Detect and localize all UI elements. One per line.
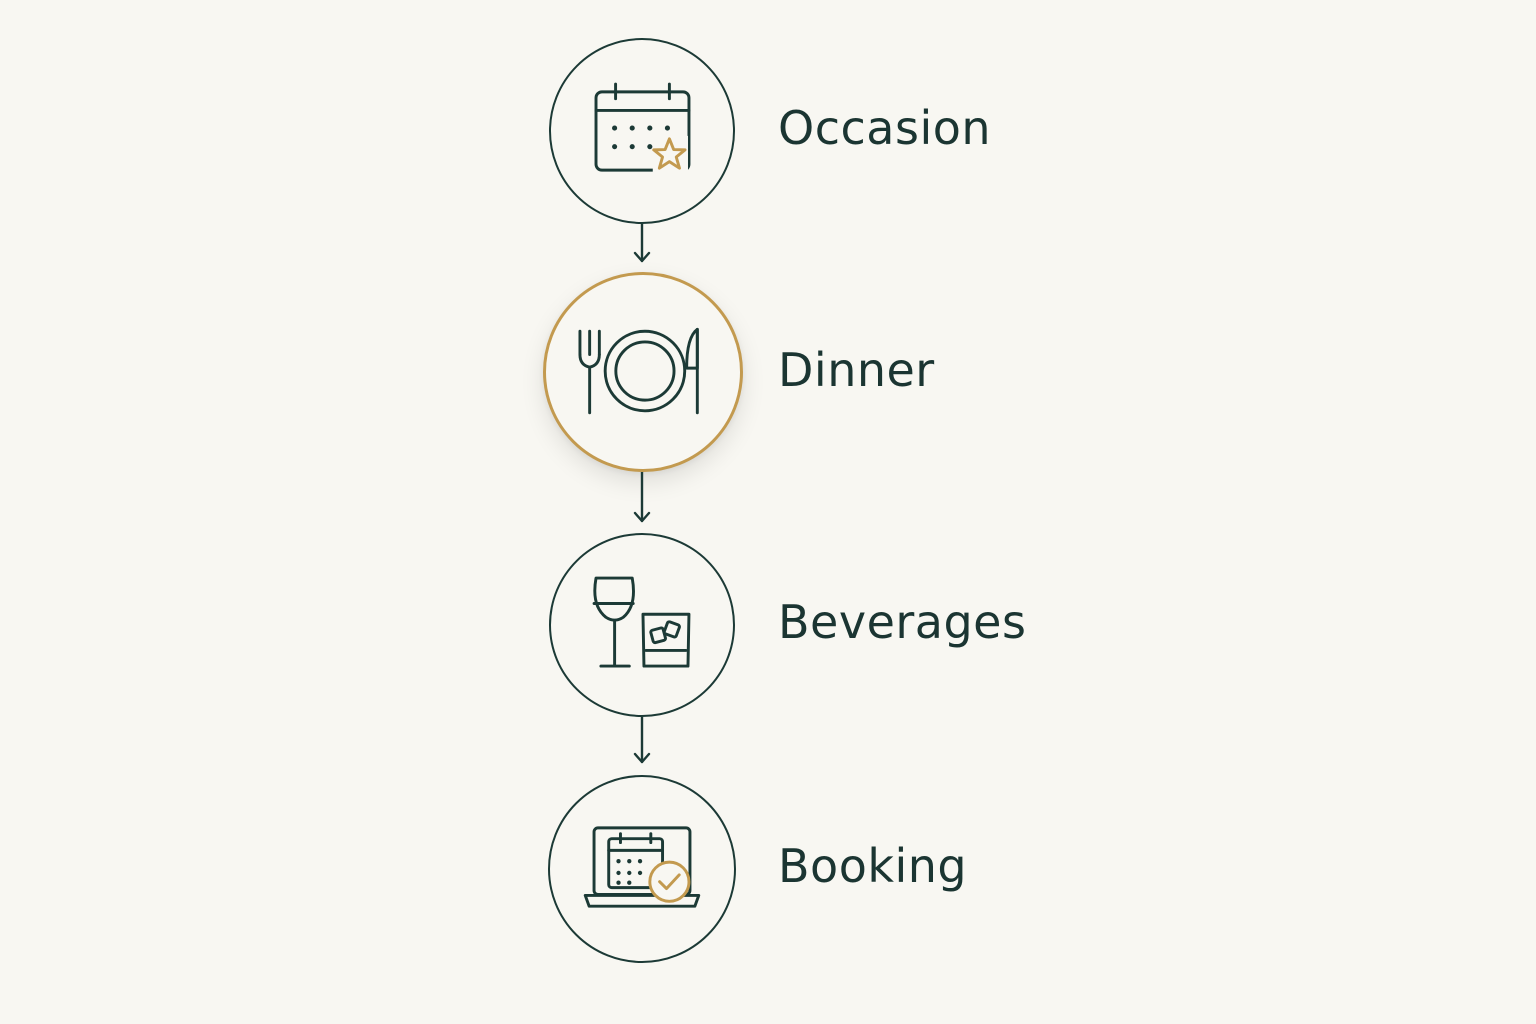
calendar-star-icon	[594, 82, 691, 174]
arrow-down-icon	[632, 472, 652, 524]
arrow-down-icon	[632, 717, 652, 765]
arrow-down-icon	[632, 224, 652, 264]
step-dinner-label: Dinner	[778, 343, 935, 397]
step-booking-label: Booking	[778, 839, 968, 893]
step-dinner-circle[interactable]	[543, 272, 743, 472]
wine-glass-tumbler-icon	[592, 576, 691, 668]
step-beverages-label: Beverages	[778, 595, 1027, 649]
step-booking-circle[interactable]	[548, 775, 736, 963]
step-beverages-circle[interactable]	[549, 533, 735, 717]
step-occasion-label: Occasion	[778, 101, 992, 155]
plate-fork-knife-icon	[578, 327, 699, 415]
step-occasion-circle[interactable]	[549, 38, 735, 224]
laptop-calendar-check-icon	[583, 826, 701, 908]
